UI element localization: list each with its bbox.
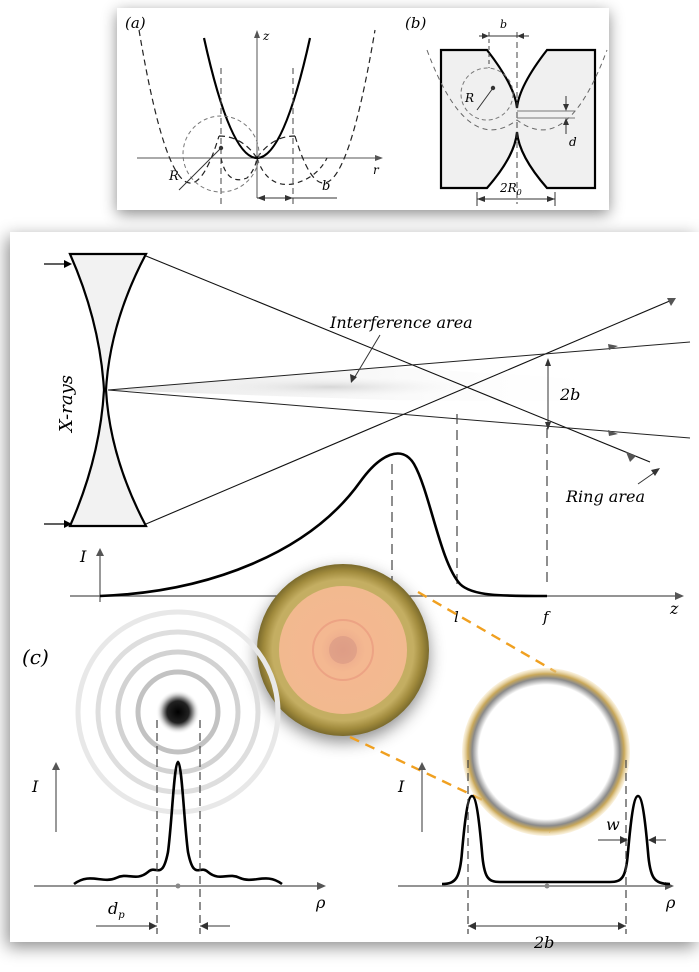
spot-dim-arrow-right — [200, 922, 208, 930]
inner-ray-lower — [107, 389, 691, 439]
right-parabola-lower — [256, 157, 328, 186]
gap-arrowhead-bottom — [563, 118, 569, 125]
spot-dim-arrow-left — [149, 922, 157, 930]
offset-arrow-left — [257, 195, 265, 201]
right-intensity-arrow — [418, 762, 426, 770]
lens-parabola — [202, 37, 312, 160]
outer-arrow-bottom — [626, 452, 636, 462]
interference-pointer — [352, 334, 381, 381]
profile-circle — [460, 67, 514, 121]
offset-arrow-right — [285, 195, 293, 201]
f-marker-label: f — [542, 608, 551, 626]
panel-a-label: (a) — [125, 14, 146, 32]
profile-b-label: b — [500, 18, 507, 31]
profile-b-arrow-right — [517, 33, 524, 39]
radius-leader — [178, 177, 192, 191]
left-dashed-parabola — [138, 29, 258, 184]
w-arrow-right — [648, 836, 656, 844]
ring-diameter-label: 2b — [533, 933, 554, 952]
curvature-circle — [182, 115, 260, 193]
width-arrow-left — [477, 196, 485, 202]
zoom-connector-bottom — [349, 735, 551, 834]
inner-arrow-upper — [608, 344, 618, 350]
left-rho-label: ρ — [315, 893, 326, 912]
spot-intensity-curve — [73, 760, 283, 886]
z-axis-label: z — [669, 599, 679, 618]
left-origin-dot — [175, 883, 181, 889]
interference-glow — [180, 375, 480, 399]
separation-arrow-bottom — [545, 422, 551, 430]
spot-size-label: dp — [108, 899, 125, 921]
intensity-axis-arrow — [96, 548, 104, 556]
airy-ring-4 — [75, 609, 281, 815]
separation-label: 2b — [559, 385, 580, 404]
airy-ring-3 — [95, 629, 261, 795]
width-label: 2R0 — [499, 181, 522, 197]
panel-b-label: (b) — [405, 14, 426, 32]
z-axis-arrow — [675, 592, 684, 600]
lens-photo-center — [329, 636, 357, 664]
right-rho-label: ρ — [665, 893, 676, 912]
l-marker-label: l — [454, 608, 459, 626]
z-axis-label: z — [262, 29, 270, 43]
concave-lens — [68, 252, 148, 528]
radius-line — [190, 147, 222, 179]
focusing-setup-panel: X-rays Interference area 2b Ring area — [10, 232, 699, 952]
outer-ray-top — [145, 255, 651, 463]
ring-width-label: w — [606, 815, 620, 834]
width-arrow-right — [547, 196, 555, 202]
focusing-setup-drawing: X-rays Interference area 2b Ring area — [22, 252, 691, 952]
gap-label: d — [569, 135, 577, 149]
ring-dim-arrow-left — [468, 922, 476, 930]
ring-area-label: Ring area — [565, 487, 645, 506]
panel-c-label: (c) — [22, 645, 49, 669]
left-parabola-lower — [220, 157, 258, 181]
intensity-label: I — [79, 547, 87, 566]
lens-geometry-drawing: (a) z r R b (b) R — [125, 14, 608, 206]
xrays-label: X-rays — [56, 375, 77, 434]
r-axis-arrow — [375, 155, 383, 161]
w-arrow-left — [620, 836, 628, 844]
interference-pointer-arrow — [350, 374, 357, 383]
airy-ring-1 — [135, 669, 221, 755]
inner-arrow-lower — [608, 430, 618, 436]
zoom-connector-top — [417, 590, 557, 674]
profile-radius-line — [476, 87, 494, 111]
ring-intensity-curve — [441, 794, 671, 886]
left-intensity-arrow — [52, 762, 60, 770]
profile-dashed-curve — [426, 49, 608, 131]
incoming-arrow-bottom — [64, 520, 72, 528]
offset-label: b — [322, 179, 330, 194]
separation-arrow-top — [545, 358, 551, 366]
profile-b-arrow-left — [482, 33, 489, 39]
outer-ray-bottom — [145, 299, 673, 525]
ring-pointer-arrow — [651, 468, 660, 476]
ring-image — [462, 668, 630, 836]
profile-radius-label: R — [464, 91, 474, 105]
lens-cross-section — [439, 48, 597, 190]
incoming-arrow-top — [64, 260, 72, 268]
ring-dim-arrow-right — [618, 922, 626, 930]
outer-arrow-top — [667, 298, 676, 306]
axial-intensity-curve — [99, 452, 548, 598]
lens-photo-ring — [312, 619, 374, 681]
gap-arrowhead-top — [563, 104, 569, 111]
airy-ring-2 — [115, 649, 241, 775]
right-dashed-parabola — [256, 29, 376, 184]
left-intensity-label: I — [31, 777, 39, 796]
right-origin-dot — [544, 883, 550, 889]
interference-label: Interference area — [329, 313, 473, 332]
left-rho-arrow — [317, 882, 326, 890]
focal-spot — [156, 690, 200, 734]
radius-label: R — [168, 169, 179, 184]
r-axis-label: r — [373, 163, 380, 177]
right-intensity-label: I — [397, 777, 405, 796]
inner-ray-upper — [107, 341, 691, 391]
z-axis-arrow — [254, 30, 260, 38]
lens-geometry-panel: (a) z r R b (b) R — [117, 8, 609, 210]
